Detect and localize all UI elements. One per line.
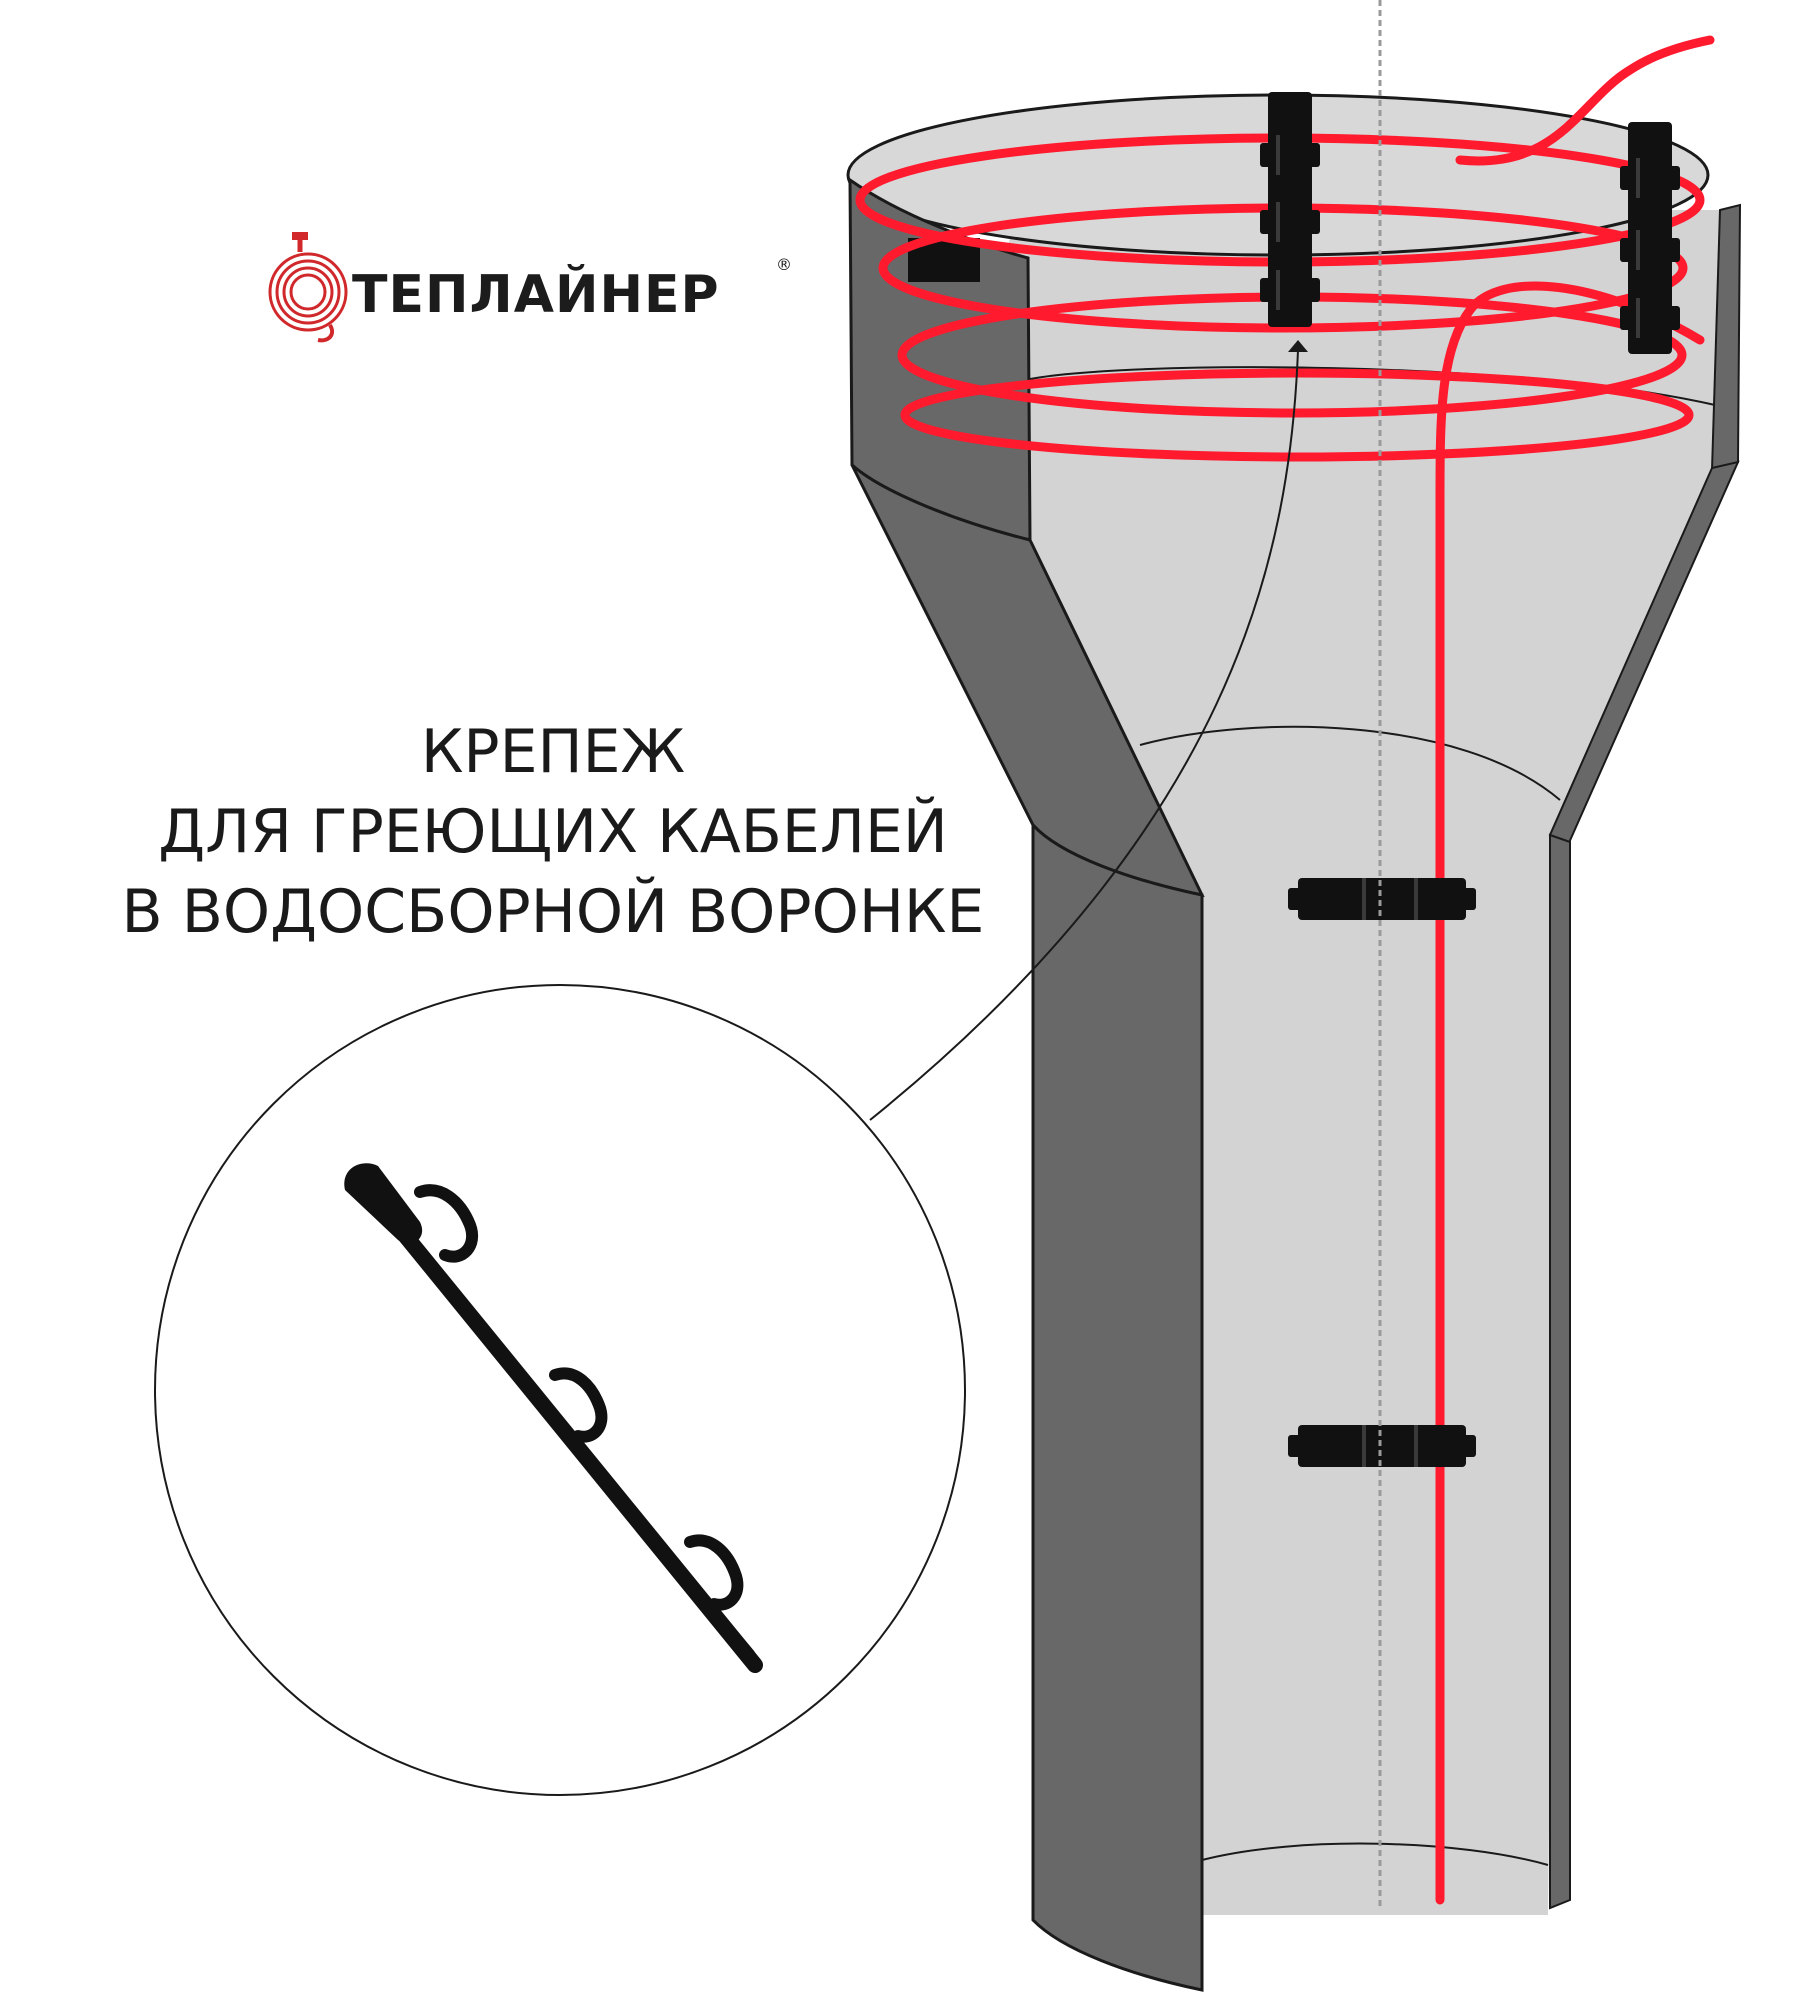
caption-line-3: В ВОДОСБОРНОЙ ВОРОНКЕ <box>122 875 985 947</box>
right-pipe-wall <box>1549 833 1571 1910</box>
leader-line <box>869 349 1299 1121</box>
registered-mark: ® <box>776 255 792 274</box>
pipe-inner-top-edge <box>1139 725 1561 801</box>
heating-cable <box>855 35 1715 1905</box>
caption: КРЕПЕЖ ДЛЯ ГРЕЮЩИХ КАБЕЛЕЙ В ВОДОСБОРНОЙ… <box>122 717 985 947</box>
brand-logo: ТЕПЛАЙНЕР ® <box>268 232 792 343</box>
leader-arrowhead <box>1288 340 1308 352</box>
detail-circle <box>154 984 966 1796</box>
caption-line-1: КРЕПЕЖ <box>421 717 685 787</box>
mounting-tape-mid <box>1288 878 1476 920</box>
cable-down-run <box>1435 281 1705 1905</box>
mounting-tape-top-right <box>1620 122 1680 354</box>
fastener-icon <box>344 1163 763 1673</box>
coiled-cable-plug-icon <box>268 232 348 343</box>
cable-lead-out <box>1455 35 1715 166</box>
caption-line-2: ДЛЯ ГРЕЮЩИХ КАБЕЛЕЙ <box>158 795 948 867</box>
mounting-tape-top-center <box>1260 92 1320 327</box>
funnel-body <box>846 93 1742 1992</box>
mounting-tape-low <box>1288 1425 1476 1467</box>
pipe-outer-wall <box>1031 821 1204 1992</box>
brand-name: ТЕПЛАЙНЕР <box>352 264 720 325</box>
